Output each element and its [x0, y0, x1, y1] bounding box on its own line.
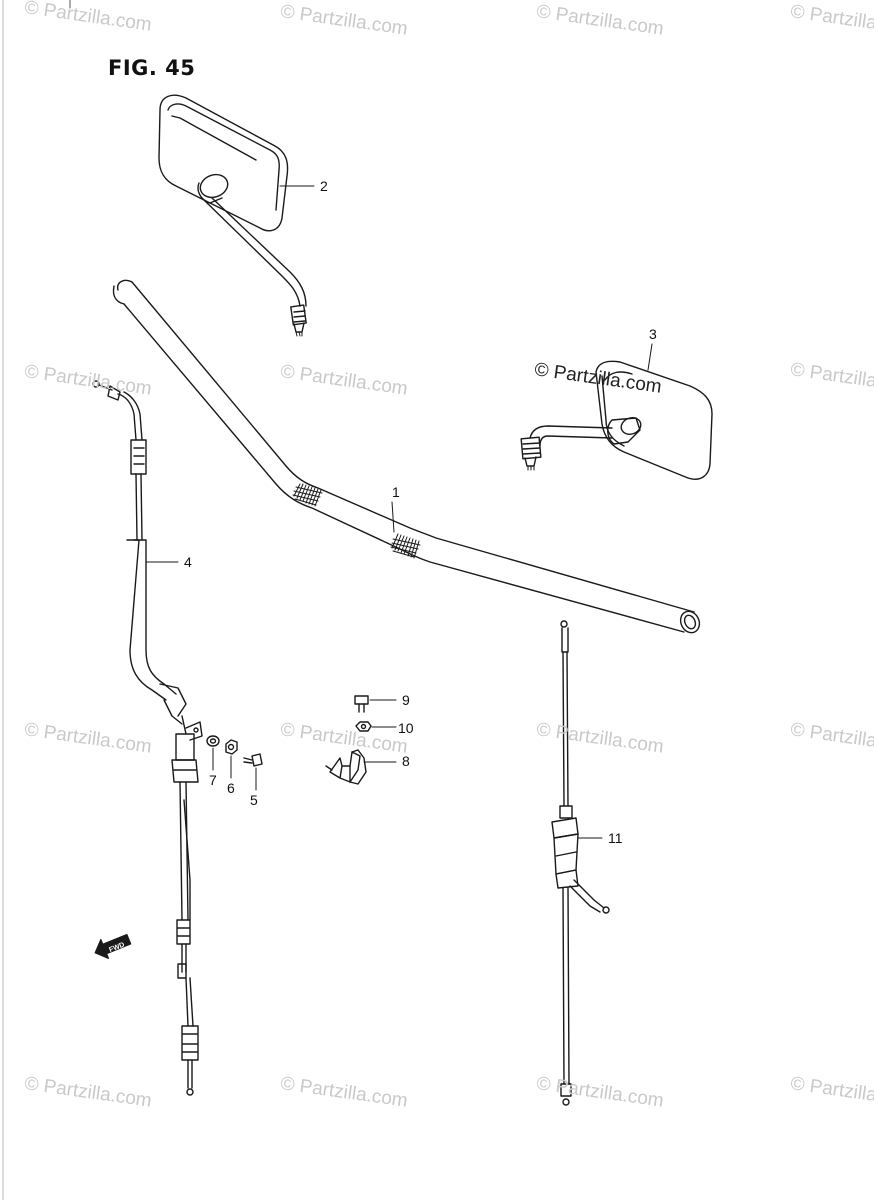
callout-11: 11 — [608, 830, 623, 846]
callout-7: 7 — [209, 772, 217, 788]
callout-3: 3 — [649, 326, 657, 342]
callout-6: 6 — [227, 780, 235, 796]
screw-9 — [354, 695, 369, 713]
leader-3 — [647, 343, 653, 371]
cable-right — [551, 620, 610, 1106]
leader-1 — [391, 501, 395, 533]
nut-6 — [225, 739, 238, 755]
fwd-arrow-icon — [94, 933, 132, 959]
mirror-right — [520, 360, 713, 480]
callout-1: 1 — [392, 484, 400, 500]
bracket-8 — [325, 749, 367, 785]
callout-8: 8 — [402, 753, 410, 769]
callout-9: 9 — [402, 692, 410, 708]
cable-left — [92, 380, 203, 1096]
callout-2: 2 — [320, 178, 328, 194]
screw-5 — [243, 753, 263, 767]
callout-5: 5 — [250, 792, 258, 808]
figure-title: FIG. 45 — [108, 56, 196, 80]
nut-10 — [355, 721, 372, 732]
washer-7 — [206, 735, 220, 747]
handlebar — [112, 279, 701, 634]
callout-10: 10 — [398, 720, 414, 736]
mirror-left — [158, 94, 307, 337]
callout-4: 4 — [184, 554, 192, 570]
